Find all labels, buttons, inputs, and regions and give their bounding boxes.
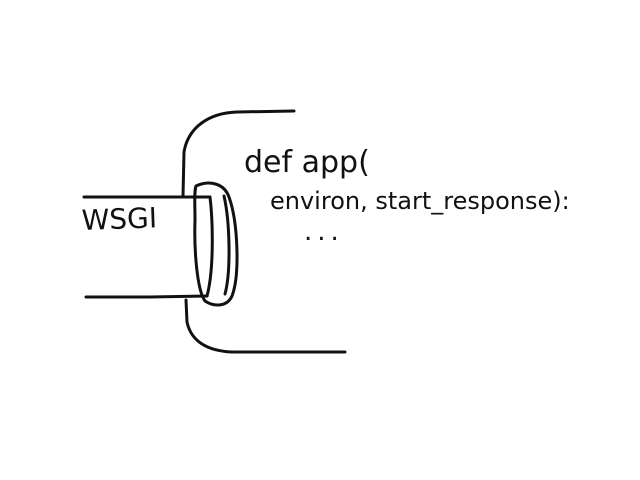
pipe-bottom-edge — [84, 294, 209, 299]
code-line-def: def app( — [244, 145, 370, 180]
code-line-params: environ, start_response): — [270, 187, 570, 215]
code-line-ellipsis: ... — [304, 217, 344, 247]
pipe-inner-end — [205, 195, 214, 298]
pipe-flange — [193, 181, 239, 307]
app-box-outline — [181, 109, 347, 354]
pipe-flange-inner — [222, 194, 231, 296]
pipe-label: WSGI — [81, 201, 158, 237]
pipe — [82, 181, 239, 307]
code-snippet: def app( environ, start_response): ... — [244, 145, 570, 247]
